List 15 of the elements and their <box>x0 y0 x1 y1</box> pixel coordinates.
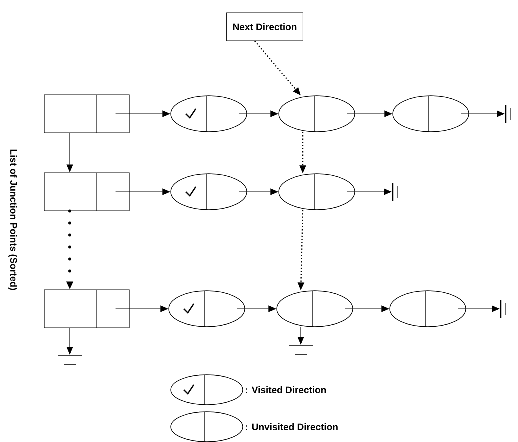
legend-text: : Visited Direction <box>246 386 326 394</box>
direction-ellipse <box>170 174 248 210</box>
legend-text: : Unvisited Direction <box>246 424 338 430</box>
junction-box <box>44 94 130 134</box>
direction-ellipse <box>276 290 354 328</box>
junction-box <box>44 290 130 328</box>
direction-ellipse <box>170 96 248 132</box>
direction-ellipse <box>392 96 470 132</box>
direction-ellipse <box>390 290 466 328</box>
junction-box <box>44 172 130 212</box>
vertical-label: List of Junction Points (Sorted) <box>8 150 18 290</box>
direction-ellipse <box>168 290 246 328</box>
label-box: Next Direction <box>226 12 304 42</box>
direction-ellipse <box>278 96 356 132</box>
direction-ellipse <box>278 174 356 210</box>
